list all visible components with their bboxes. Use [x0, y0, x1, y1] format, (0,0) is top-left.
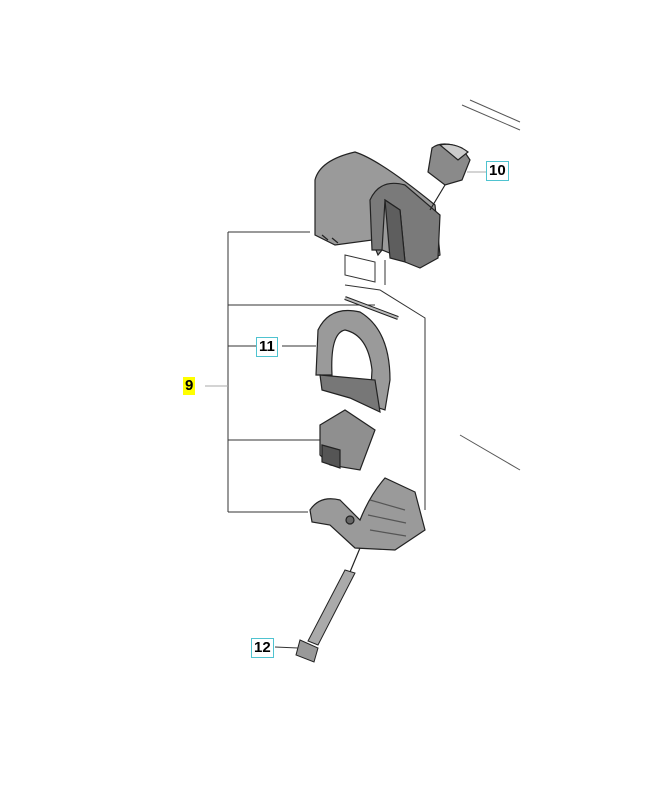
background-tube-top — [461, 99, 521, 131]
knob-part-10 — [427, 143, 471, 211]
d-ring-part-11 — [315, 309, 391, 414]
pin — [344, 296, 399, 320]
lower-handle-housing — [309, 477, 426, 573]
clip-part — [319, 409, 376, 471]
callout-11[interactable]: 11 — [256, 337, 278, 357]
screw-part-12 — [274, 569, 356, 663]
background-tube-bottom — [459, 434, 521, 471]
callout-12[interactable]: 12 — [251, 638, 274, 658]
callout-9[interactable]: 9 — [183, 377, 196, 395]
callout-10[interactable]: 10 — [486, 161, 509, 181]
group-bracket-9 — [205, 171, 488, 513]
upper-handle-housing — [314, 151, 441, 269]
gasket-outline — [344, 254, 426, 510]
